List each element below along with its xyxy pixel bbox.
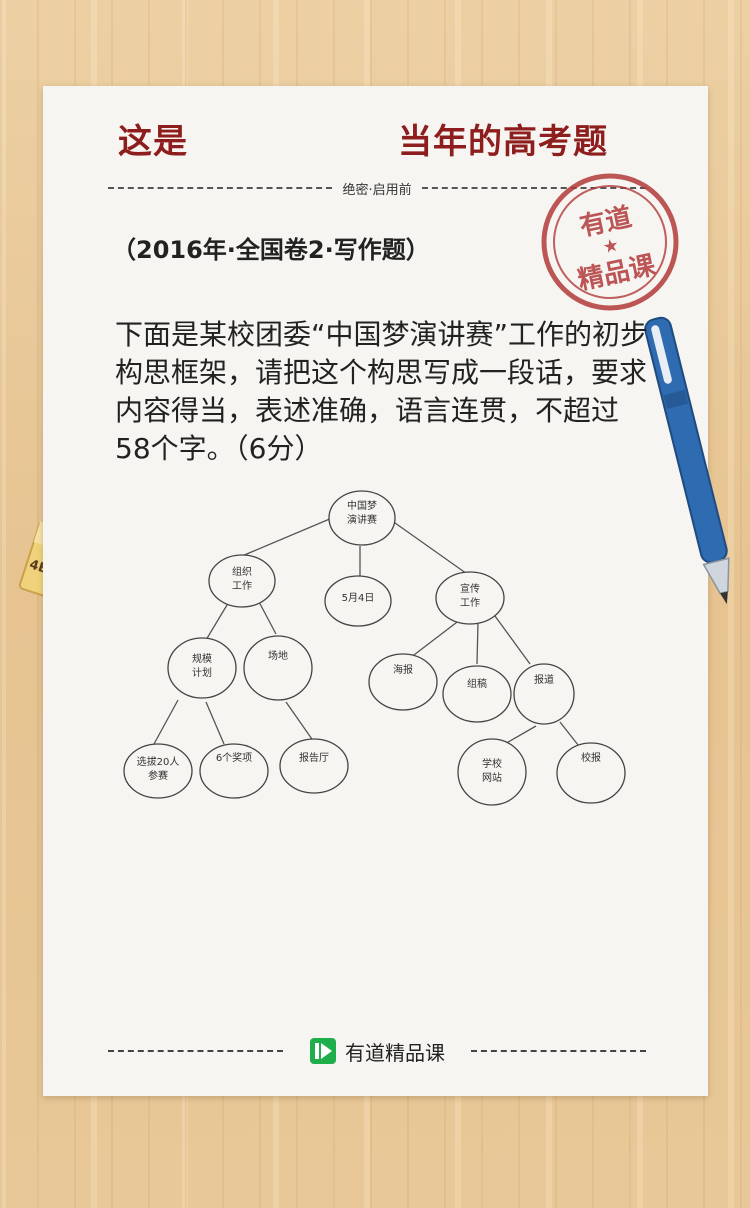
- node-poster-label: 海报: [393, 665, 413, 676]
- pen-image: [640, 300, 746, 624]
- node-date-label: 5月4日: [341, 593, 375, 604]
- node-root-shape: [328, 490, 396, 546]
- edge-organize-venue: [257, 599, 277, 635]
- star-icon: ★: [601, 234, 621, 258]
- confidential-label: 绝密·启用前: [342, 182, 412, 198]
- edge-organize-scale: [205, 599, 231, 641]
- title-left: 这是: [118, 122, 188, 162]
- node-venue-shape: [243, 635, 313, 701]
- node-report-label: 报道: [534, 675, 554, 686]
- node-hall-shape: [279, 738, 349, 794]
- node-root-label: 中国梦演讲赛: [347, 501, 377, 526]
- edge-publicity-report: [494, 615, 531, 665]
- node-scale-shape: [167, 637, 237, 699]
- edge-publicity-manuscript: [476, 621, 479, 665]
- node-hall-label: 报告厅: [299, 753, 329, 764]
- concept-tree-diagram: 中国梦演讲赛 组织工作 5月4日 宣传工作 规模计划 场地 海报 组稿 报道 选…: [110, 486, 650, 820]
- node-paper-label: 校报: [581, 753, 601, 764]
- node-manuscript-label: 组稿: [467, 679, 487, 690]
- edge-publicity-poster: [409, 615, 466, 659]
- edge-root-organize: [241, 517, 333, 557]
- node-date-shape: [324, 575, 392, 627]
- footer: 有道精品课: [108, 1036, 646, 1066]
- footer-brand: 有道精品课: [283, 1037, 471, 1066]
- node-report-shape: [513, 663, 575, 725]
- play-logo-icon: [310, 1038, 336, 1064]
- stamp-line2: 精品课: [575, 250, 659, 296]
- edge-scale-select: [153, 699, 179, 745]
- node-publicity-label: 宣传工作: [460, 584, 480, 609]
- node-site-shape: [457, 738, 527, 806]
- footer-brand-name: 有道精品课: [345, 1040, 445, 1065]
- node-select-label: 选拔20人参赛: [136, 757, 180, 782]
- footer-line-left: [108, 1050, 283, 1052]
- node-site-label: 学校网站: [482, 759, 502, 784]
- edge-venue-hall: [285, 701, 315, 743]
- node-poster-shape: [368, 653, 438, 711]
- divider-line-left: [108, 187, 333, 189]
- node-awards-shape: [199, 743, 269, 799]
- youdao-stamp: 有道 ★ 精品课: [536, 168, 684, 320]
- exam-source: （2016年·全国卷2·写作题）: [112, 236, 430, 264]
- node-organize-shape: [208, 554, 276, 608]
- divider-line-right: [421, 187, 647, 189]
- node-publicity-shape: [435, 571, 505, 625]
- edge-scale-awards: [205, 701, 225, 745]
- node-paper-shape: [556, 742, 626, 804]
- confidential-divider: 绝密·启用前: [108, 178, 647, 198]
- node-scale-label: 规模计划: [192, 654, 212, 679]
- footer-line-right: [471, 1050, 646, 1052]
- question-text: 下面是某校团委“中国梦演讲赛”工作的初步构思框架，请把这个构思写成一段话，要求内…: [115, 318, 649, 465]
- node-select-shape: [123, 743, 193, 799]
- node-venue-label: 场地: [268, 651, 288, 662]
- node-manuscript-shape: [442, 665, 512, 723]
- edge-root-publicity: [387, 517, 471, 577]
- node-awards-label: 6个奖项: [215, 753, 253, 764]
- node-organize-label: 组织工作: [232, 567, 252, 592]
- title-right: 当年的高考题: [398, 122, 608, 162]
